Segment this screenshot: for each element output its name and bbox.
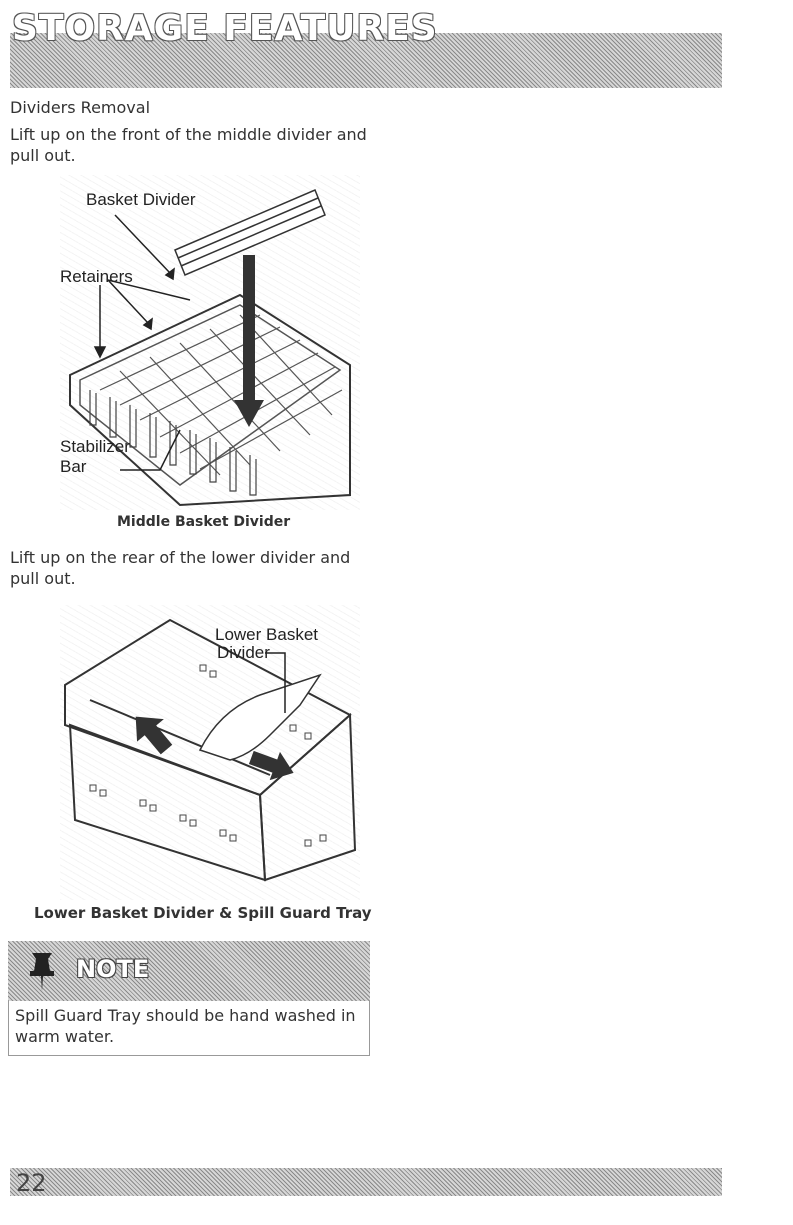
lower-basket-illustration xyxy=(64,618,357,882)
pushpin-icon xyxy=(30,953,54,991)
label-basket-divider: Basket Divider xyxy=(86,190,196,209)
page-number: 22 xyxy=(16,1169,47,1197)
label-retainers: Retainers xyxy=(60,267,133,286)
label-divider: Divider xyxy=(217,643,270,662)
note-text: Spill Guard Tray should be hand washed i… xyxy=(15,1006,356,1046)
section-title: Dividers Removal xyxy=(10,98,151,117)
instruction-paragraph-1: Lift up on the front of the middle divid… xyxy=(10,125,367,165)
figure2-caption: Lower Basket Divider & Spill Guard Tray xyxy=(34,904,372,922)
instruction-paragraph-2: Lift up on the rear of the lower divider… xyxy=(10,548,351,588)
note-box: NOTE Spill Guard Tray should be hand was… xyxy=(8,941,370,1056)
note-title: NOTE xyxy=(76,955,150,983)
lower-basket-divider-figure: Lower Basket Divider xyxy=(60,605,360,900)
note-header xyxy=(8,941,370,1001)
footer-bar xyxy=(10,1168,722,1196)
label-bar: Bar xyxy=(60,457,87,476)
label-lower-basket: Lower Basket xyxy=(215,625,318,644)
basket-illustration xyxy=(69,189,351,507)
page-title: STORAGE FEATURES xyxy=(12,8,438,49)
figure1-caption: Middle Basket Divider xyxy=(117,514,291,530)
note-body: Spill Guard Tray should be hand washed i… xyxy=(8,1001,370,1056)
label-stabilizer: Stabilizer xyxy=(60,437,130,456)
middle-basket-divider-figure: Basket Divider Retainers Stabilizer Bar xyxy=(60,175,360,510)
header-bar xyxy=(10,33,722,88)
